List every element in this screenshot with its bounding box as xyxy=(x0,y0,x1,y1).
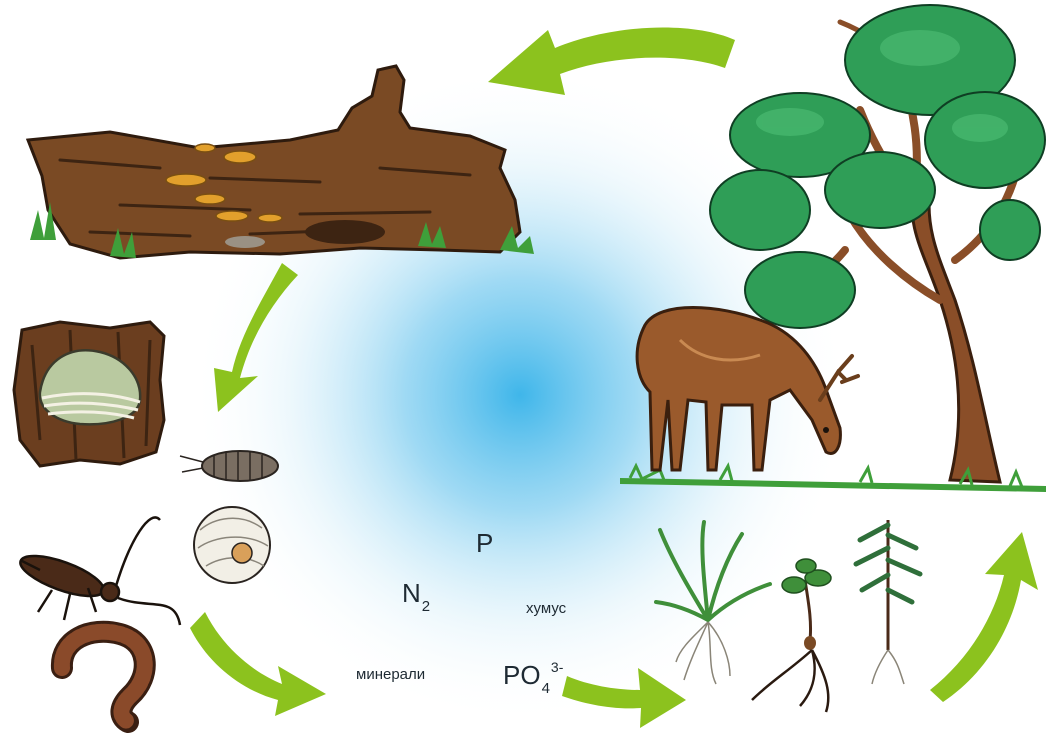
longhorn-beetle xyxy=(16,517,180,625)
label-nitrogen-base: N xyxy=(402,578,421,608)
label-minerals: минерали xyxy=(356,666,425,683)
arrow-seedlings-to-tree xyxy=(930,532,1038,702)
label-phosphate: PO43- xyxy=(503,660,563,697)
label-humus: хумус xyxy=(526,600,566,617)
grub-larva xyxy=(194,507,270,583)
conifer-seedling xyxy=(856,520,920,684)
label-nitrogen-subscript: 2 xyxy=(422,598,430,615)
label-phosphorus: P xyxy=(476,528,493,559)
label-phosphate-subscript: 4 xyxy=(542,680,550,697)
millipede xyxy=(62,632,145,722)
label-nitrogen: N2 xyxy=(402,578,430,615)
label-phosphate-charge: 3- xyxy=(551,659,563,675)
label-phosphate-base: PO xyxy=(503,660,541,690)
bracket-fungus-on-bark xyxy=(14,322,164,466)
